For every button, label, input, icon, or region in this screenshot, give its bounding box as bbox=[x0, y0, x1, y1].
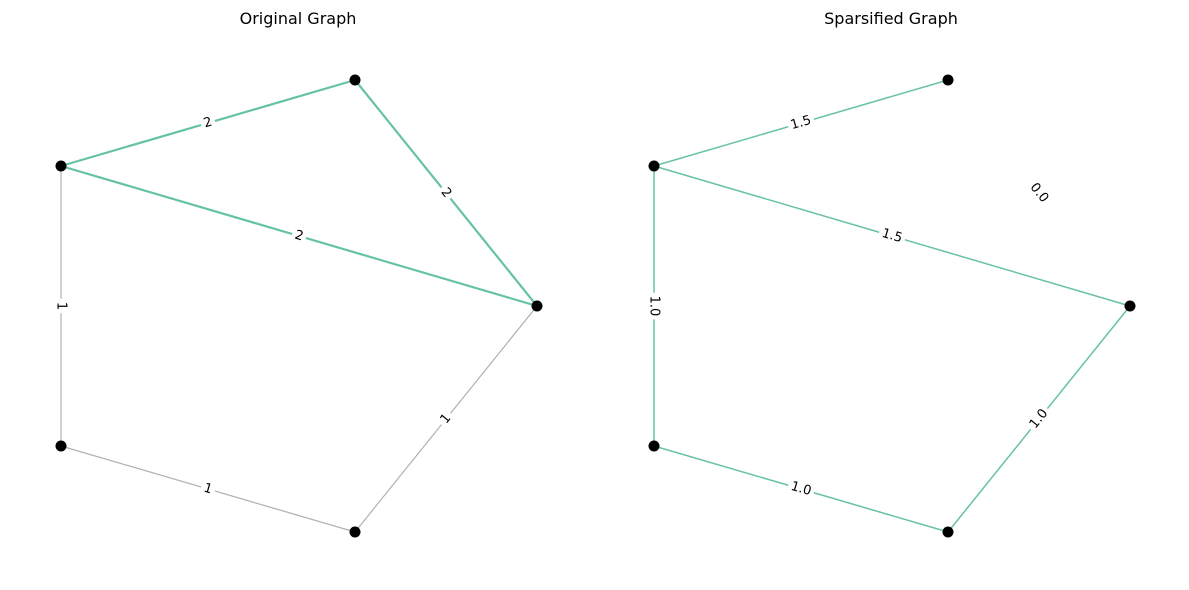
edge-weight-text: 1.5 bbox=[789, 113, 813, 133]
edge-label-background bbox=[434, 408, 458, 430]
edge-weight-text: 2 bbox=[202, 115, 214, 132]
sparsified-graph-title: Sparsified Graph bbox=[824, 9, 958, 28]
graph-node-b bbox=[942, 74, 954, 86]
edge-label-background bbox=[1024, 177, 1054, 209]
graph-node-c bbox=[1124, 300, 1136, 312]
edge-label-b-c: 0.0 bbox=[1024, 177, 1054, 209]
edge-label-background bbox=[198, 478, 218, 500]
edge-label-background bbox=[198, 112, 218, 134]
edge-label-a-d: 1 bbox=[52, 298, 70, 314]
sparsified-graph-edges bbox=[653, 79, 1131, 533]
original-graph-edge-labels: 2 2 2 1 1 1 bbox=[52, 112, 458, 500]
graph-node-d bbox=[55, 440, 67, 452]
edge-weight-text: 2 bbox=[293, 228, 305, 245]
edge-label-a-d: 1.0 bbox=[645, 292, 663, 320]
original-graph-nodes bbox=[55, 74, 543, 538]
edge-weight-text: 1 bbox=[202, 481, 214, 498]
edge-label-background bbox=[289, 225, 309, 247]
edge-label-background bbox=[434, 182, 458, 204]
graph-node-c bbox=[531, 300, 543, 312]
edge-label-d-e: 1.0 bbox=[785, 477, 817, 501]
edge-label-a-b: 1.5 bbox=[785, 111, 817, 135]
edge-label-background bbox=[785, 111, 817, 135]
sparsified-graph-panel: Sparsified Graph 1.5 1.5 0.0 1.0 1.0 1.0 bbox=[645, 9, 1136, 538]
edge-label-b-c: 2 bbox=[434, 182, 458, 204]
graph-node-a bbox=[55, 160, 67, 172]
edge-label-background bbox=[876, 224, 908, 248]
original-graph-title: Original Graph bbox=[240, 9, 357, 28]
edge-weight-text: 1.0 bbox=[647, 296, 662, 317]
edge-label-a-c: 1.5 bbox=[876, 224, 908, 248]
edge-weight-text: 1.0 bbox=[789, 479, 813, 499]
original-graph-edges bbox=[60, 78, 538, 533]
edge-label-c-e: 1.0 bbox=[1024, 403, 1054, 435]
graph-node-e bbox=[942, 526, 954, 538]
edge-label-background bbox=[785, 477, 817, 501]
edge-label-a-b: 2 bbox=[198, 112, 218, 134]
graph-node-a bbox=[648, 160, 660, 172]
edge-label-background bbox=[52, 298, 70, 314]
graph-node-d bbox=[648, 440, 660, 452]
graph-node-b bbox=[349, 74, 361, 86]
original-graph-panel: Original Graph 2 2 2 1 1 1 bbox=[52, 9, 543, 538]
sparsified-graph-nodes bbox=[648, 74, 1136, 538]
sparsified-graph-edge-labels: 1.5 1.5 0.0 1.0 1.0 1.0 bbox=[645, 111, 1054, 501]
edge-weight-text: 1 bbox=[54, 302, 69, 310]
edge-label-c-e: 1 bbox=[434, 408, 458, 430]
edge-weight-text: 1.5 bbox=[880, 226, 904, 246]
edge-label-background bbox=[1024, 403, 1054, 435]
edge-label-d-e: 1 bbox=[198, 478, 218, 500]
edge-label-background bbox=[645, 292, 663, 320]
edge-label-a-c: 2 bbox=[289, 225, 309, 247]
graph-node-e bbox=[349, 526, 361, 538]
